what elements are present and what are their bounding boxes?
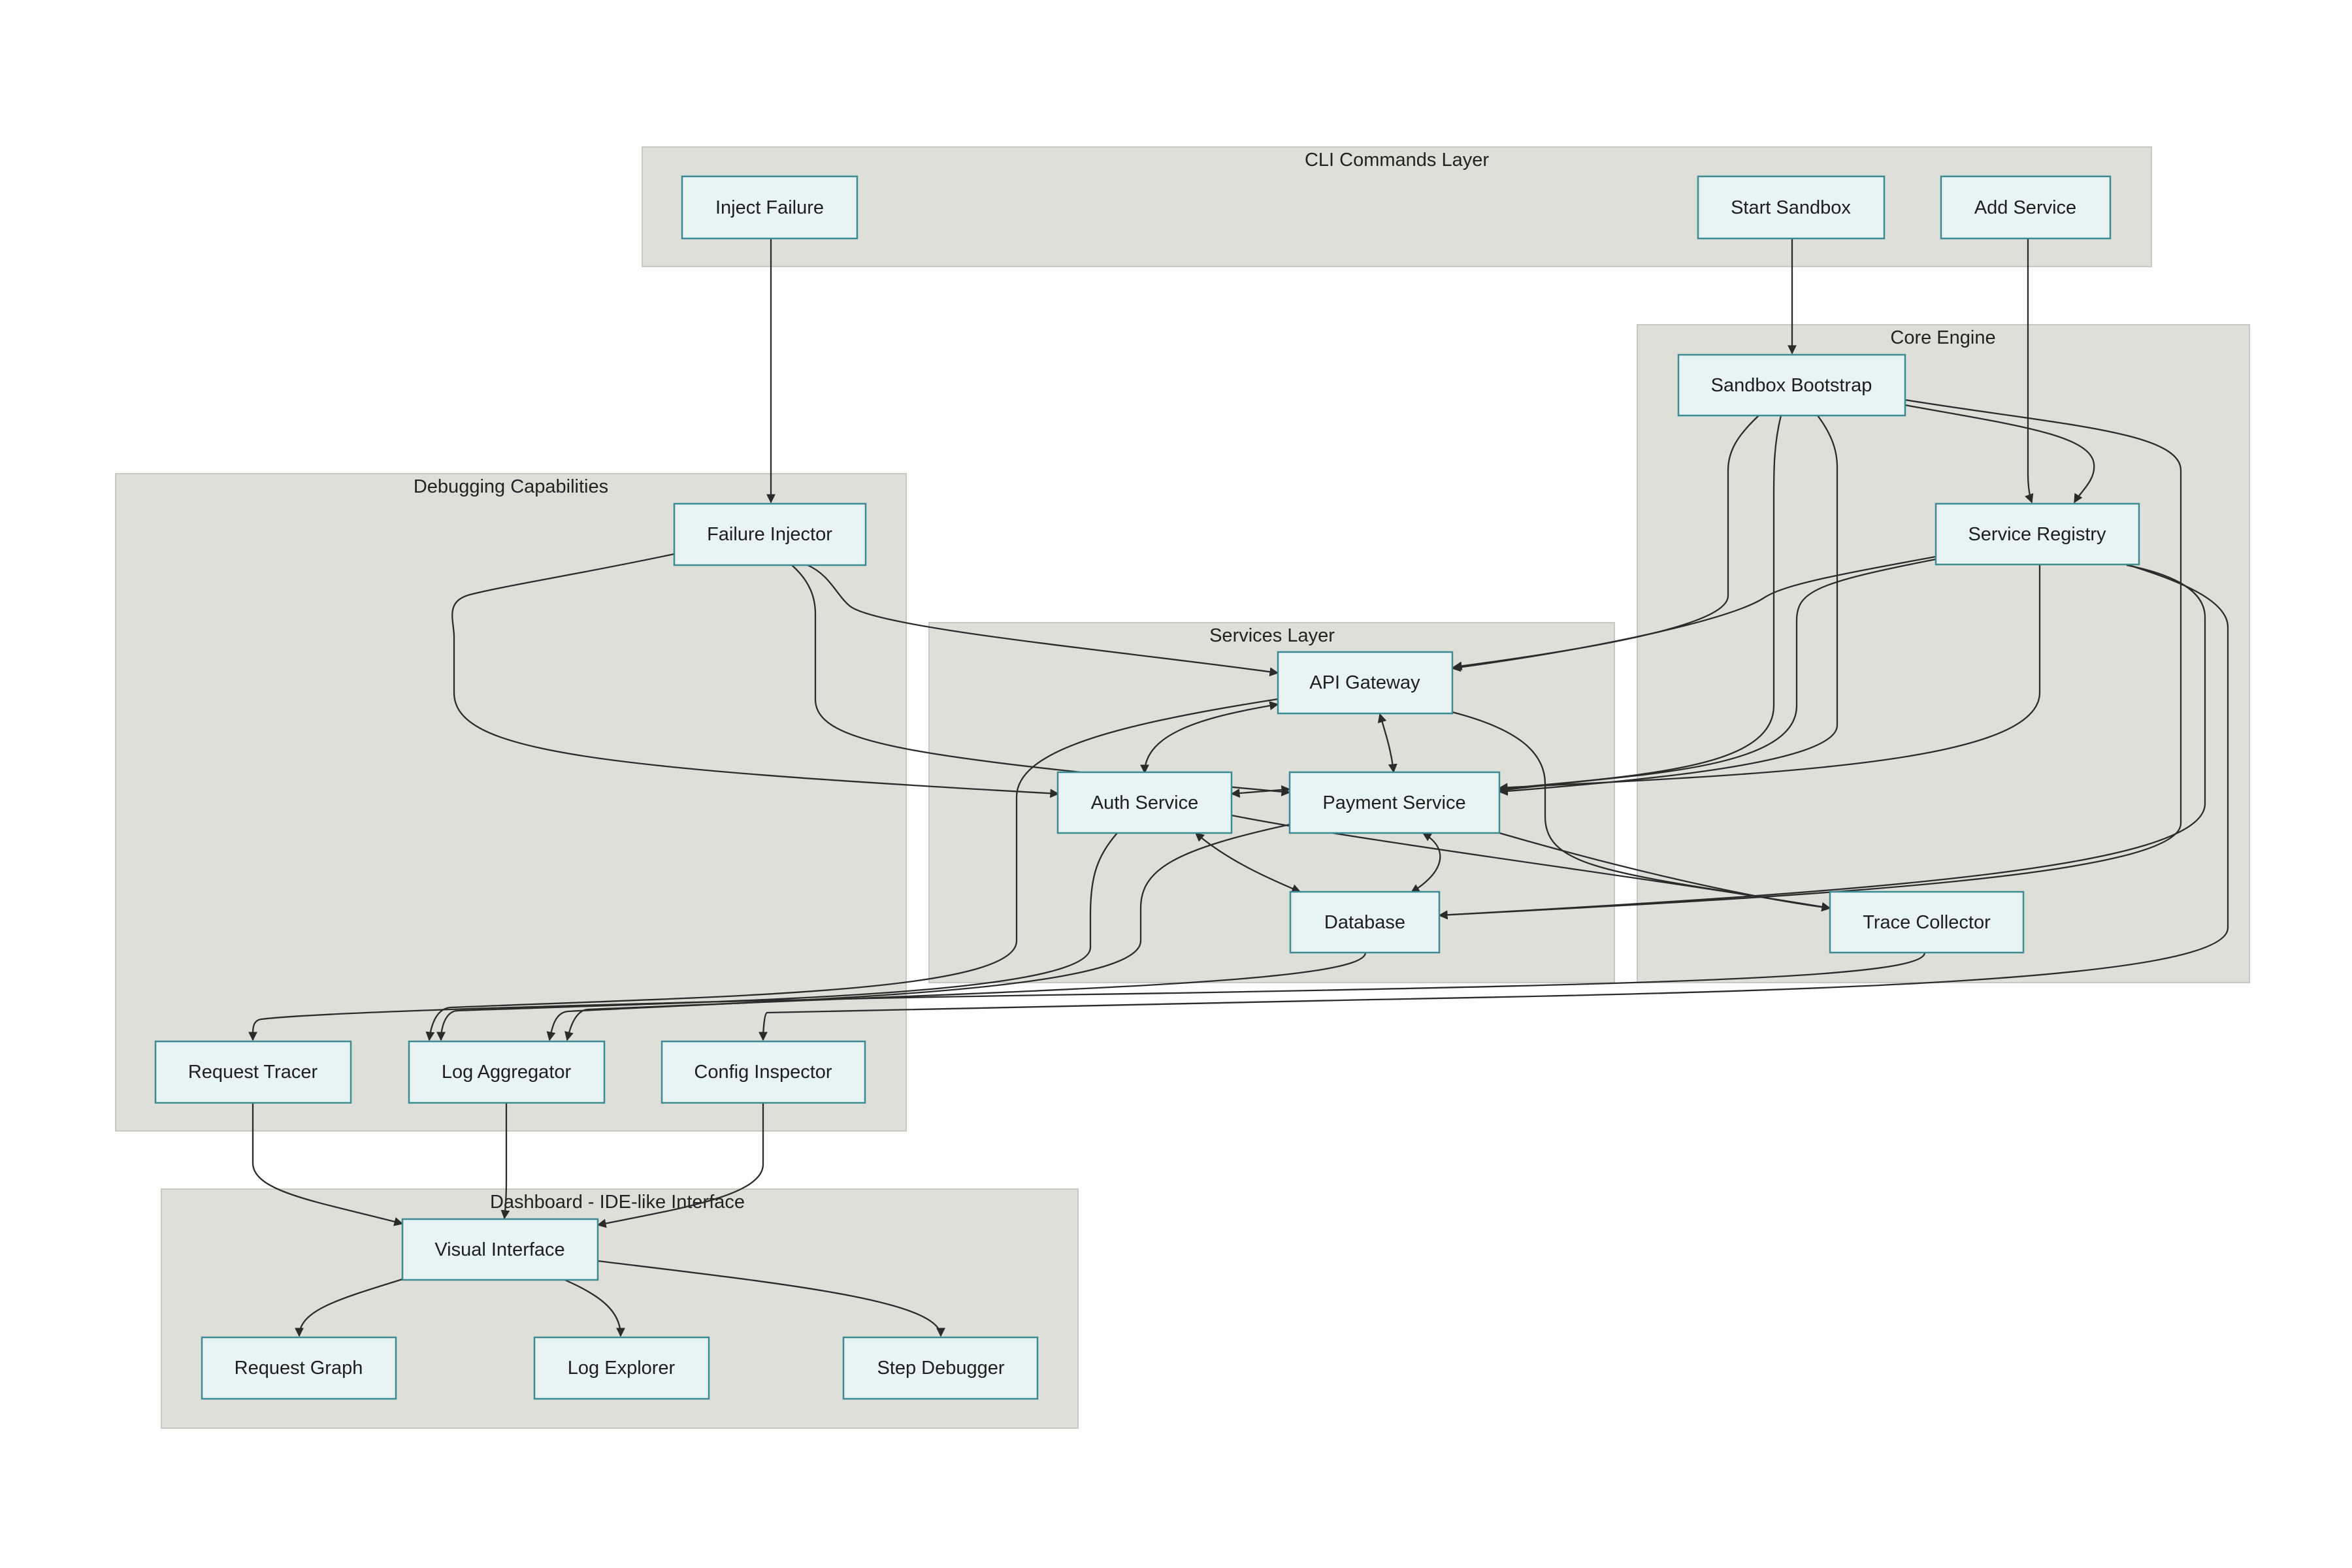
- node-payment-service[interactable]: Payment Service: [1288, 771, 1501, 834]
- edge-auth-service-payment-service: [1230, 785, 1291, 798]
- edge-failure-injector-to-auth-service: [451, 553, 1060, 798]
- cluster-cli: CLI Commands Layer: [642, 146, 2152, 267]
- node-label-step-debugger: Step Debugger: [877, 1358, 1004, 1379]
- node-label-request-graph: Request Graph: [235, 1358, 363, 1379]
- node-label-inject-failure: Inject Failure: [715, 197, 824, 218]
- edge-database-to-log-aggregator: [564, 952, 1367, 1041]
- node-database[interactable]: Database: [1289, 890, 1441, 954]
- edge-request-tracer-to-visual-interface: [252, 1103, 404, 1226]
- edge-auth-service-database: [1194, 832, 1301, 893]
- node-inject-failure[interactable]: Inject Failure: [681, 175, 858, 240]
- node-label-service-registry: Service Registry: [1968, 524, 2106, 545]
- edge-add-service-to-service-registry: [2025, 238, 2034, 504]
- edge-sandbox-bootstrap-to-database: [1438, 399, 2182, 920]
- edge-service-registry-to-config-inspector: [759, 563, 2229, 1041]
- node-label-failure-injector: Failure Injector: [707, 524, 832, 545]
- node-log-explorer[interactable]: Log Explorer: [533, 1336, 710, 1400]
- node-label-request-tracer: Request Tracer: [188, 1062, 318, 1083]
- edge-visual-interface-to-log-explorer: [563, 1278, 625, 1337]
- node-label-sandbox-bootstrap: Sandbox Bootstrap: [1711, 375, 1872, 396]
- cluster-services: Services Layer: [928, 622, 1615, 983]
- node-label-add-service: Add Service: [1974, 197, 2076, 218]
- node-label-auth-service: Auth Service: [1091, 792, 1198, 813]
- edge-config-inspector-to-visual-interface: [596, 1103, 764, 1228]
- node-visual-interface[interactable]: Visual Interface: [401, 1218, 599, 1281]
- cluster-label-debug: Debugging Capabilities: [414, 476, 608, 497]
- node-api-gateway[interactable]: API Gateway: [1277, 651, 1454, 715]
- nodes-group: Inject Failure Start Sandbox Add Service…: [154, 175, 2140, 1400]
- node-step-debugger[interactable]: Step Debugger: [842, 1336, 1039, 1400]
- cluster-label-core: Core Engine: [1890, 327, 1995, 348]
- edge-auth-service-to-log-aggregator: [436, 832, 1118, 1041]
- node-add-service[interactable]: Add Service: [1940, 175, 2112, 240]
- edge-api-gateway-auth-service: [1140, 701, 1279, 774]
- edge-log-aggregator-to-visual-interface: [500, 1103, 510, 1220]
- edge-payment-service-to-trace-collector: [1499, 832, 1831, 912]
- cluster-debug: Debugging Capabilities: [115, 473, 907, 1132]
- edge-service-registry-to-api-gateway: [1451, 555, 1936, 672]
- edge-sandbox-bootstrap-to-service-registry: [1904, 404, 2095, 504]
- edge-visual-interface-to-request-graph: [295, 1278, 403, 1337]
- node-failure-injector[interactable]: Failure Injector: [673, 502, 867, 566]
- edge-api-gateway-payment-service: [1377, 713, 1397, 774]
- node-label-log-explorer: Log Explorer: [568, 1358, 676, 1379]
- node-auth-service[interactable]: Auth Service: [1056, 771, 1233, 834]
- node-label-database: Database: [1324, 912, 1405, 933]
- node-request-tracer[interactable]: Request Tracer: [154, 1040, 352, 1104]
- edge-service-registry-to-auth-service: [1498, 558, 1936, 793]
- edge-trace-collector-to-request-tracer: [248, 952, 1926, 1041]
- edge-service-registry-to-payment-service: [1498, 565, 2041, 792]
- node-config-inspector[interactable]: Config Inspector: [661, 1040, 866, 1104]
- node-label-trace-collector: Trace Collector: [1863, 912, 1991, 933]
- node-trace-collector[interactable]: Trace Collector: [1829, 890, 2025, 954]
- edge-api-gateway-to-log-aggregator: [425, 698, 1279, 1041]
- node-request-graph[interactable]: Request Graph: [201, 1336, 397, 1400]
- edge-service-registry-to-database: [1438, 564, 2206, 920]
- node-log-aggregator[interactable]: Log Aggregator: [408, 1040, 606, 1104]
- node-label-log-aggregator: Log Aggregator: [442, 1062, 572, 1083]
- edge-payment-service-database: [1410, 832, 1441, 893]
- cluster-label-services: Services Layer: [1209, 625, 1335, 646]
- node-label-config-inspector: Config Inspector: [694, 1062, 832, 1083]
- edge-failure-injector-to-api-gateway: [807, 564, 1279, 677]
- edge-visual-interface-to-step-debugger: [597, 1260, 945, 1337]
- cluster-label-cli: CLI Commands Layer: [1305, 150, 1489, 171]
- node-label-api-gateway: API Gateway: [1309, 672, 1420, 693]
- node-label-start-sandbox: Start Sandbox: [1731, 197, 1851, 218]
- edges-group: [248, 238, 2229, 1337]
- node-sandbox-bootstrap[interactable]: Sandbox Bootstrap: [1677, 353, 1906, 417]
- edge-api-gateway-to-trace-collector: [1452, 711, 1831, 911]
- node-label-visual-interface: Visual Interface: [434, 1239, 564, 1260]
- node-service-registry[interactable]: Service Registry: [1935, 502, 2140, 566]
- cluster-core: Core Engine: [1637, 324, 2250, 983]
- node-start-sandbox[interactable]: Start Sandbox: [1697, 175, 1886, 240]
- edge-payment-service-to-log-aggregator: [546, 823, 1290, 1041]
- node-label-payment-service: Payment Service: [1322, 792, 1465, 813]
